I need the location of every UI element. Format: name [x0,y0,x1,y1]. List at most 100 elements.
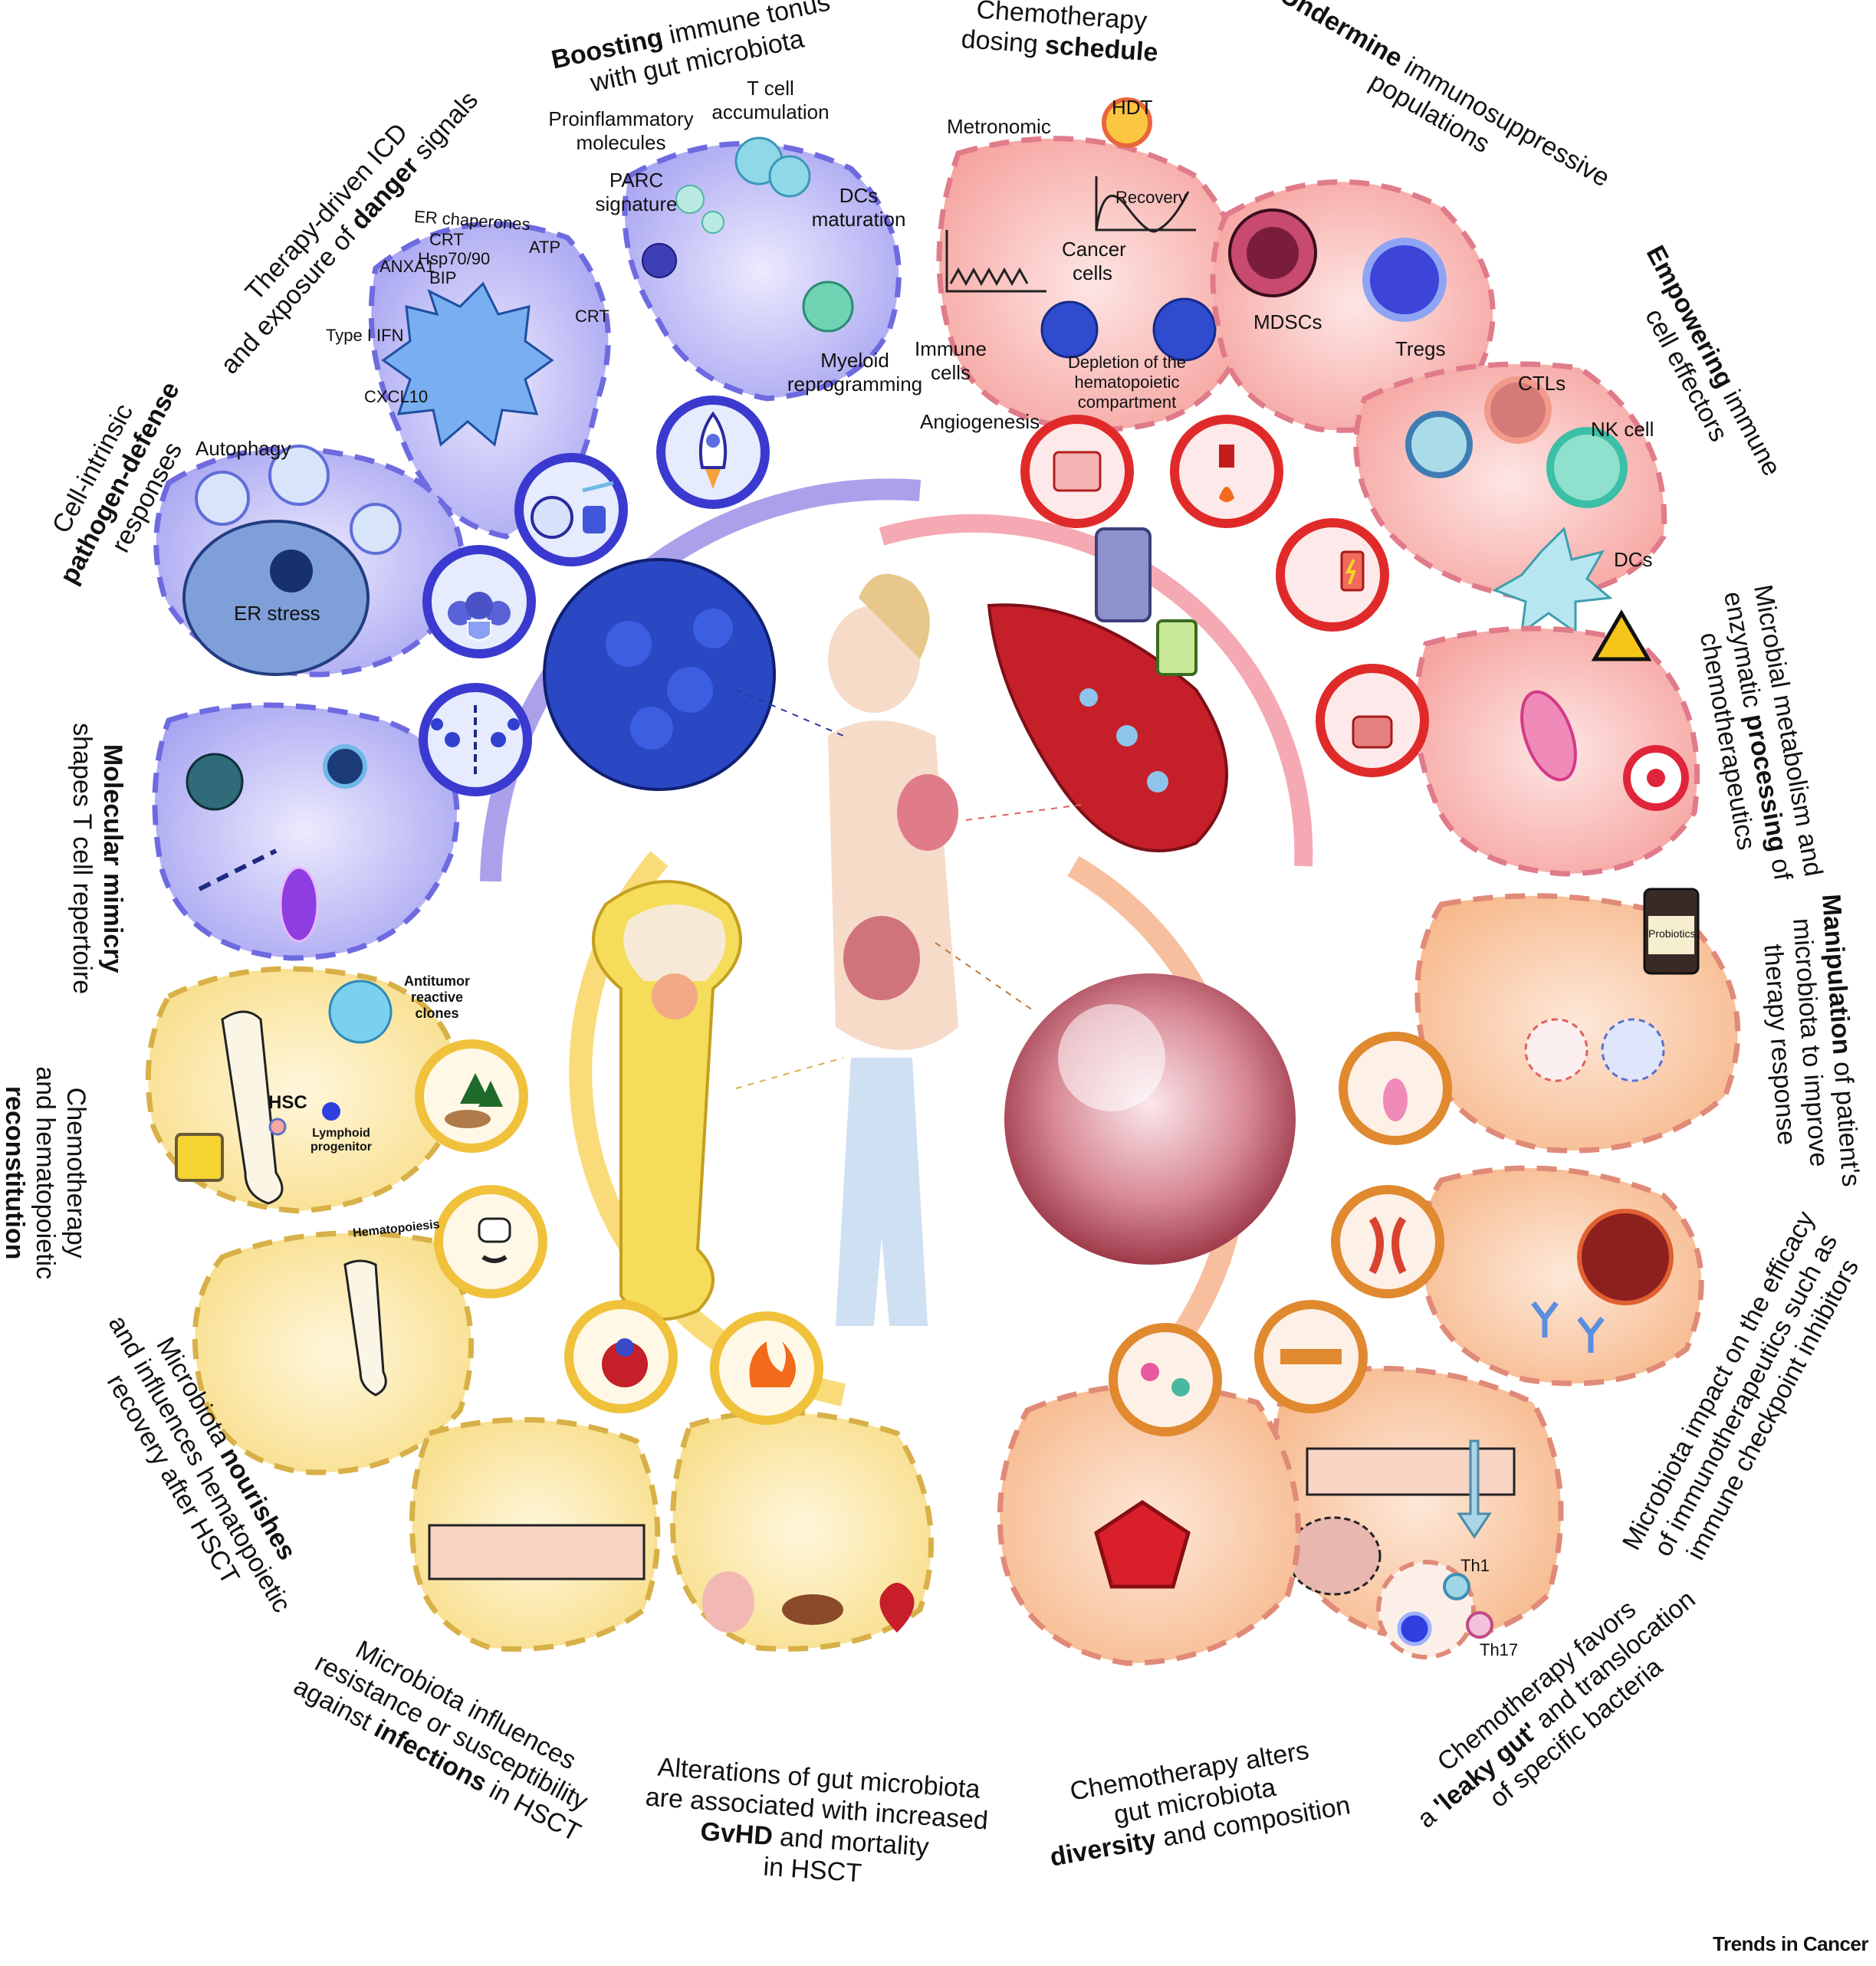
caption-mimicry: Molecular mimicry shapes T cell repertoi… [67,723,128,994]
rocket-icon [656,395,770,509]
epithelium-row [1306,1447,1516,1496]
caption-text: Chemotherapy [61,1087,91,1259]
panel-manipulation [1414,888,1741,1154]
molecule-mirror-icon [419,683,532,796]
body-connectors [735,689,1082,1089]
mortar-pestle-icon [1316,664,1429,777]
caption-text: dosing [960,25,1046,60]
label-th1: Th1 [1460,1556,1490,1575]
heart-organ [879,1583,915,1633]
hub-blue [419,395,770,796]
leaky-pipe-icon [1254,1300,1368,1413]
label-dcs: DCs [1614,548,1653,571]
naive-t-cell [1397,1611,1432,1646]
panel-diversity [997,1382,1301,1666]
epithelium-row-hsct [428,1524,646,1580]
th1-cell [1443,1573,1470,1600]
label-probiotics: Probiotics [1648,927,1696,940]
muscle-battery-icon [1276,518,1389,632]
caption-text: shapes T cell repertoire [67,723,97,995]
label-hsc: HSC [268,1092,307,1113]
hsc-cell [268,1118,287,1136]
hub-red [1020,415,1429,777]
label-metronomic: Metronomic [947,115,1051,138]
th17-cell [1466,1611,1493,1639]
label-depletion-hematopoietic: Depletion of the hematopoietic compartme… [1067,353,1187,412]
label-mdscs: MDSCs [1253,310,1322,333]
nk-cell [1546,427,1628,508]
label-type-i-ifn: Type I IFN [326,326,404,345]
hdt-chart [1095,176,1196,233]
panel-mimicry [152,702,460,961]
metronomic-chart [945,230,1046,293]
panel-pathogen-defense [153,445,465,678]
sick-blood-cell-icon [564,1300,678,1413]
iv-drip [1095,527,1198,676]
label-proinflammatory: Proinflammatory molecules [548,107,694,154]
long-bone [221,1010,284,1205]
treg-cell [1362,238,1447,322]
caption-gvhd: Alterations of gut microbiota are associ… [640,1751,991,1898]
label-dcs-maturation: DCs maturation [811,184,906,231]
panel-reconstitution [145,966,460,1214]
hub-yellow [415,1039,823,1425]
t-cell [1405,411,1473,478]
label-t-cell-accumulation: T cell accumulation [711,77,830,123]
label-er-stress: ER stress [234,602,320,625]
panel-empowering [1353,361,1667,635]
label-crt: CRT [429,230,464,249]
caption-text: of [1763,848,1798,883]
panel-undermine [1210,179,1496,433]
translocation-arrow [1457,1439,1492,1539]
antibody-icon [1331,1185,1444,1298]
ring-red-arc [879,514,1313,867]
calendar-pills-icon [1020,415,1134,528]
label-myeloid-reprogramming: Myeloid reprogramming [787,349,923,395]
label-cancer-cells: Cancer cells [1062,238,1126,284]
puppet-bacterium-icon [1339,1032,1452,1145]
panel-boosting [622,136,902,402]
label-crt-2: CRT [575,307,609,326]
antitumor-clones [328,980,393,1044]
label-antitumor-clones: Antitumor reactive clones [404,973,470,1021]
label-angiogenesis: Angiogenesis [920,410,1040,433]
label-autophagy: Autophagy [195,437,291,460]
caption-text: in HSCT [762,1852,863,1889]
caption-text: and hematopoietic [30,1066,60,1280]
ctl-cell [1484,376,1552,444]
forest-regrowth-icon [415,1039,528,1153]
hub-orange [1109,1032,1452,1436]
blood-vessel [987,603,1228,852]
nucleus-er-stress [182,520,370,676]
lymph-node [1286,1516,1382,1596]
bone-illustration [592,880,742,1321]
label-hdt: HDT [1112,96,1153,119]
label-th17: Th17 [1480,1640,1519,1659]
pentagon-barrier [1094,1499,1191,1589]
bacteria-handprints-icon [1109,1323,1222,1436]
caption-bold: GvHD [699,1817,774,1852]
label-ctls: CTLs [1518,372,1566,395]
label-hsp70-90: Hsp70/90 [418,249,491,268]
gut-lumen [1004,973,1296,1265]
caption-reconstitution: Chemotherapy and hematopoietic reconstit… [0,1066,91,1279]
toxic-warning-icon [1591,609,1652,661]
hdt-explosion [1102,97,1152,148]
fire-extinguisher-icon [1170,415,1283,528]
flames-icon [710,1311,823,1425]
shield-community-icon [422,545,536,658]
chef-cutlery-icon [434,1185,547,1298]
panel-gvhd [670,1409,935,1652]
human-body [828,573,958,1326]
caption-bold: Molecular mimicry [98,743,128,973]
label-parc-signature: PARC signature [595,169,678,215]
label-tregs: Tregs [1395,337,1446,360]
biohazard-icon [175,1133,224,1182]
tumor-cell-target [1577,1209,1674,1305]
caption-bold: reconstitution [0,1085,29,1260]
panel-nourishes [192,1230,475,1475]
bacterium [1520,690,1577,782]
panel-leaky-gut [1271,1365,1564,1659]
